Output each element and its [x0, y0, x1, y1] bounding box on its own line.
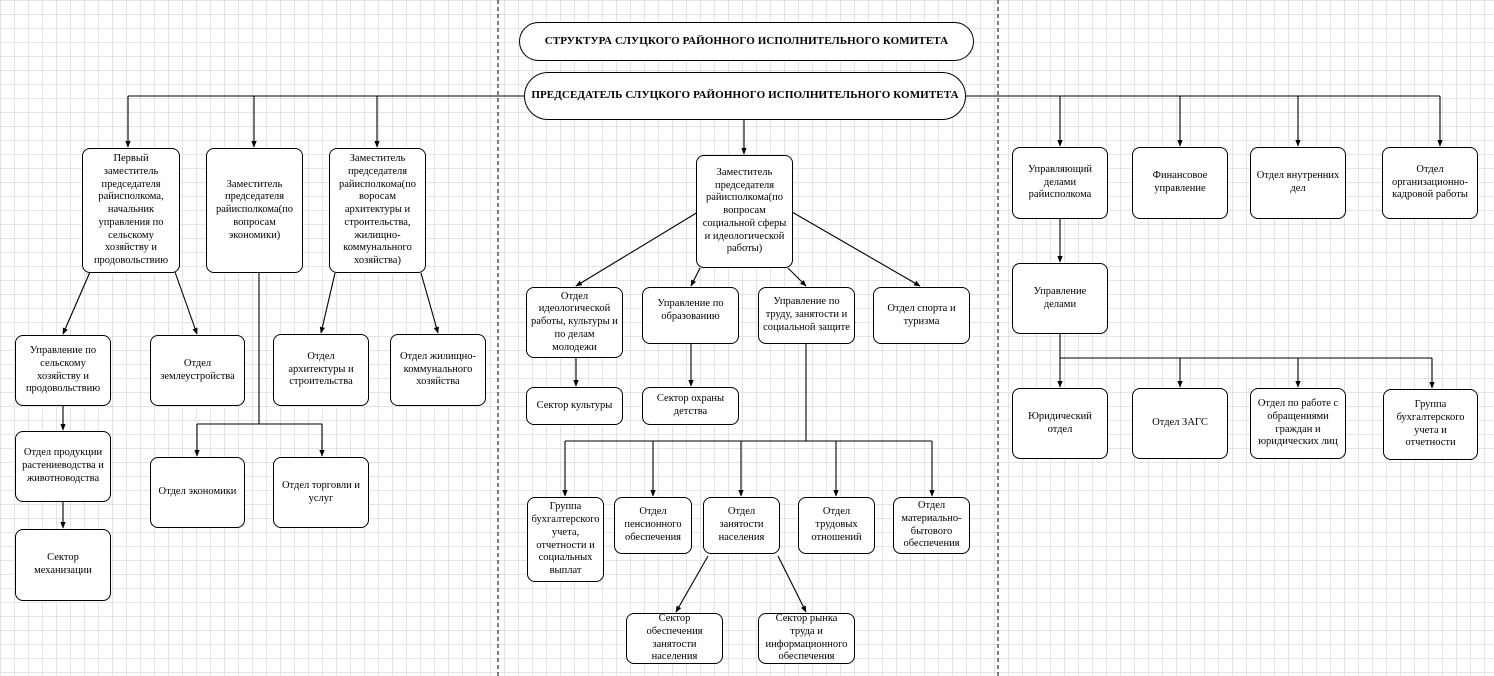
ideology-dept-box: Отдел идеологической работы, культуры и … — [526, 287, 623, 358]
bus-affairs — [1059, 334, 1432, 359]
accounting-box: Группа бухгалтерского учета и отчетности — [1383, 389, 1478, 460]
conn-labor-market — [777, 555, 807, 613]
conn-agri — [62, 271, 91, 335]
citizens-box: Отдел по работе с обращениями граждан и … — [1250, 388, 1346, 459]
pension-box: Отдел пенсионного обеспечения — [614, 497, 692, 554]
conn-ideology — [575, 211, 699, 287]
conn-housing-dept — [420, 272, 439, 334]
arch-dept-box: Отдел архитектуры и строительства — [273, 334, 369, 406]
managing-affairs-box: Управляющий делами райисполкома — [1012, 147, 1108, 219]
housing-dept-box: Отдел жилищно-коммунального хозяйства — [390, 334, 486, 406]
labor-box: Управление по труду, занятости и социаль… — [758, 287, 855, 344]
finance-box: Финансовое управление — [1132, 147, 1228, 219]
trade-dept-box: Отдел торговли и услуг — [273, 457, 369, 528]
personnel-box: Отдел организационно-кадровой работы — [1382, 147, 1478, 219]
deputy-first-box: Первый заместитель председателя райиспол… — [82, 148, 180, 273]
accounting-social-box: Группа бухгалтерского учета, отчетности … — [527, 497, 604, 582]
conn-education — [690, 267, 701, 287]
mechanization-box: Сектор механизации — [15, 529, 111, 601]
conn-sports — [791, 211, 921, 287]
conn-arch-dept — [319, 272, 336, 334]
crop-livestock-box: Отдел продукции растениеводства и животн… — [15, 431, 111, 502]
deputy-social-box: Заместитель председателя райисполкома(по… — [696, 155, 793, 268]
employment-box: Отдел занятости населения — [703, 497, 780, 554]
culture-sector-box: Сектор культуры — [526, 387, 623, 425]
chairman-box: ПРЕДСЕДАТЕЛЬ СЛУЦКОГО РАЙОННОГО ИСПОЛНИТ… — [524, 72, 966, 120]
legal-box: Юридический отдел — [1012, 388, 1108, 459]
page-title: СТРУКТУРА СЛУЦКОГО РАЙОННОГО ИСПОЛНИТЕЛЬ… — [519, 22, 974, 61]
sports-box: Отдел спорта и туризма — [873, 287, 970, 344]
deputy-economy-box: Заместитель председателя райисполкома(по… — [206, 148, 303, 273]
employment-sector-box: Сектор обеспечения занятости населения — [626, 613, 723, 664]
deputy-architecture-box: Заместитель председателя райисполкома(по… — [329, 148, 426, 273]
labor-market-box: Сектор рынка труда и информационного обе… — [758, 613, 855, 664]
conn-economy-trunk — [197, 273, 322, 425]
education-box: Управление по образованию — [642, 287, 739, 344]
conn-emp-sector — [675, 555, 709, 613]
conn-labor — [787, 267, 807, 287]
agri-management-box: Управление по сельскому хозяйству и прод… — [15, 335, 111, 406]
internal-affairs-box: Отдел внутренних дел — [1250, 147, 1346, 219]
economy-dept-box: Отдел экономики — [150, 457, 245, 528]
zags-box: Отдел ЗАГС — [1132, 388, 1228, 459]
material-box: Отдел материально-бытового обеспечения — [893, 497, 970, 554]
bus-labor — [565, 344, 932, 442]
childhood-sector-box: Сектор охраны детства — [642, 387, 739, 425]
conn-land — [174, 271, 198, 335]
labor-relations-box: Отдел трудовых отношений — [798, 497, 875, 554]
land-dept-box: Отдел землеустройства — [150, 335, 245, 406]
affairs-management-box: Управление делами — [1012, 263, 1108, 334]
